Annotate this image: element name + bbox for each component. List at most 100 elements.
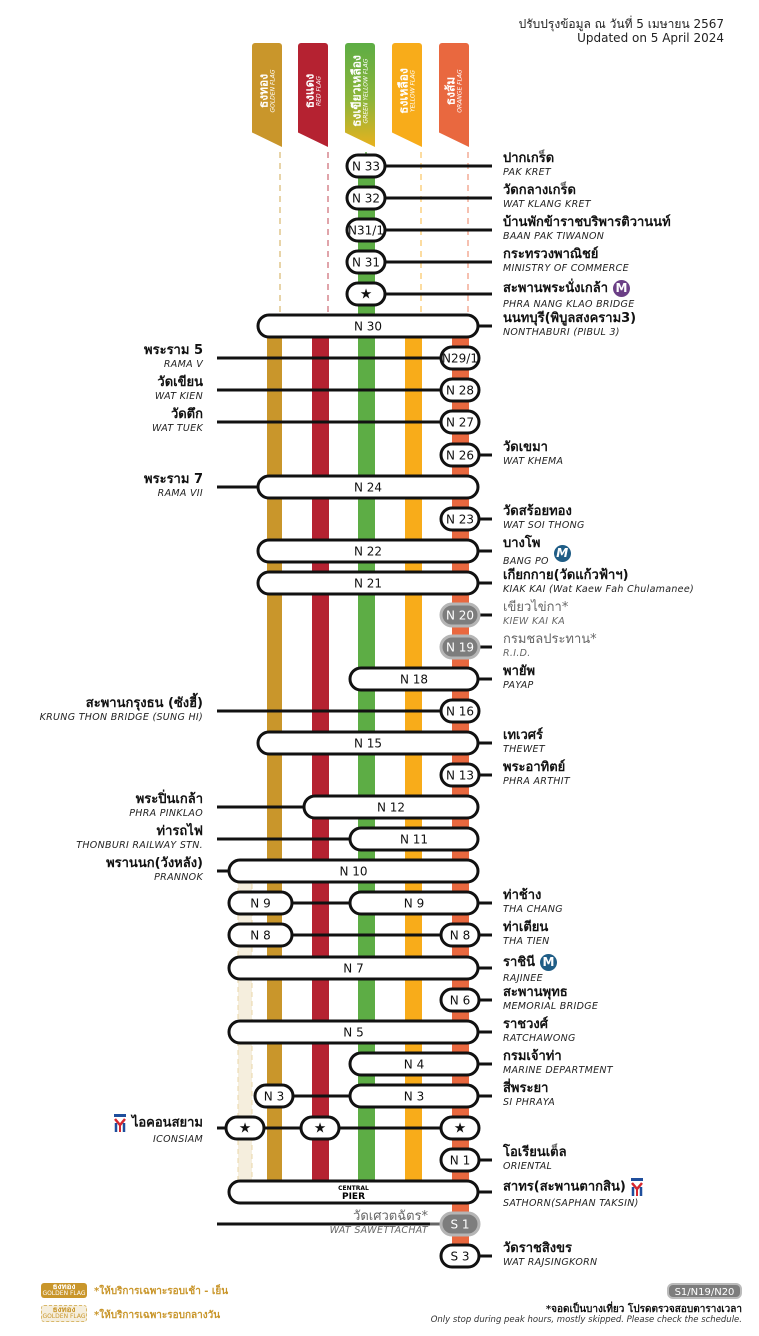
station-name-thai: กรมเจ้าท่า xyxy=(503,1049,562,1064)
updated-date-thai: ปรับปรุงข้อมูล ณ วันที่ 5 เมษายน 2567 xyxy=(518,17,724,31)
station-name-english: THA CHANG xyxy=(503,904,563,915)
legend-daytime-note: *ให้บริการเฉพาะรอบกลางวัน xyxy=(94,1310,221,1321)
station-name-english: MINISTRY OF COMMERCE xyxy=(503,263,629,274)
station-name-thai: วัดกลางเกร็ด xyxy=(503,183,576,198)
pier-code: N 15 xyxy=(354,737,382,751)
station-pill xyxy=(439,698,481,724)
station-name-thai: บางโพ xyxy=(503,536,541,551)
pier-code: N31/1 xyxy=(348,224,384,238)
station-ministry-of-commerce: N 31 xyxy=(345,249,492,275)
station-baan-pak-tiwanon: N31/1 xyxy=(345,217,492,243)
station-thonburi-railway-stn-: N 11 xyxy=(217,826,480,852)
station-name-english: KRUNG THON BRIDGE (SUNG HI) xyxy=(39,712,203,723)
station-name-thai: วัดสร้อยทอง xyxy=(503,504,572,519)
pier-code: N29/1 xyxy=(442,352,478,366)
station-pill xyxy=(439,506,481,532)
station-pill xyxy=(439,409,481,435)
pier-code: N 31 xyxy=(352,256,380,270)
pier-code: N 21 xyxy=(354,577,382,591)
pier-code: N 27 xyxy=(446,416,474,430)
pier-code: N 5 xyxy=(343,1026,363,1040)
station-pill xyxy=(256,474,480,500)
station-name-thai: บ้านพักข้าราชบริพารติวานนท์ xyxy=(503,215,671,230)
station-name-thai: ราชวงศ์ xyxy=(503,1017,549,1032)
station-pill xyxy=(345,281,387,307)
station-kiak-kai-wat-kaew-fah-chulamanee-: N 21 xyxy=(256,570,492,596)
station-phra-pinklao: N 12 xyxy=(217,794,480,820)
legend-golden-th: ธงทอง xyxy=(52,1282,76,1291)
station-pill xyxy=(256,313,480,339)
pier-code: S 3 xyxy=(450,1250,469,1264)
station-name-thai: สี่พระยา xyxy=(503,1081,549,1096)
station-wat-khema: N 26 xyxy=(439,442,492,468)
station-pill xyxy=(345,153,387,179)
station-name-english: R.I.D. xyxy=(503,648,531,659)
pier-code: S 1 xyxy=(450,1218,469,1232)
station-pill xyxy=(227,890,294,916)
pier-code: N 16 xyxy=(446,705,474,719)
station-pill xyxy=(302,794,480,820)
station-pill xyxy=(439,762,481,788)
station-wat-rajsingkorn: S 3 xyxy=(439,1243,492,1269)
station-name-english: PHRA NANG KLAO BRIDGE xyxy=(503,299,635,310)
station-label: สาทร(สะพานตากสิน)SATHORN(SAPHAN TAKSIN) xyxy=(503,1178,648,1209)
star-icon: ★ xyxy=(239,1121,252,1137)
station-name-thai: ท่ารถไฟ xyxy=(156,824,203,839)
station-name-thai: เทเวศร์ xyxy=(503,728,543,743)
station-name-thai: ท่าช้าง xyxy=(503,888,542,903)
station-phra-arthit: N 13 xyxy=(439,762,492,788)
pier-code-small: CENTRAL xyxy=(338,1185,369,1192)
pier-code: N 13 xyxy=(446,769,474,783)
station-pill xyxy=(227,858,480,884)
station-pill xyxy=(227,955,480,981)
skipped-stations-badge: S1/N19/N20 xyxy=(667,1283,742,1299)
bts-icon xyxy=(630,1178,644,1196)
station-pill xyxy=(345,217,387,243)
station-label: พรานนก(วังหลัง)PRANNOK xyxy=(106,857,203,883)
pier-code: N 19 xyxy=(446,641,474,655)
station-pill xyxy=(348,826,480,852)
pier-code: N 33 xyxy=(352,160,380,174)
station-pill xyxy=(348,1083,480,1109)
station-label: เทเวศร์THEWET xyxy=(503,729,545,755)
pier-code: N 6 xyxy=(450,994,470,1008)
station-name-thai: นนทบุรี(พิบูลสงคราม3) xyxy=(503,311,637,326)
station-name-english: WAT KLANG KRET xyxy=(503,199,591,210)
station-name-thai: พระราม 7 xyxy=(144,472,203,487)
station-label: พระอาทิตย์PHRA ARTHIT xyxy=(503,761,570,787)
station-memorial-bridge: N 6 xyxy=(439,987,492,1013)
station-name-thai: ไอคอนสยาม xyxy=(113,1114,203,1132)
station-name-english: ORIENTAL xyxy=(503,1161,553,1172)
pier-code: N 20 xyxy=(446,609,474,623)
station-label: เกียกกาย(วัดแก้วฟ้าฯ)KIAK KAI (Wat Kaew … xyxy=(503,569,694,595)
station-pill-skipped xyxy=(439,1211,481,1237)
station-wat-sawettachat: S 1 xyxy=(217,1211,481,1237)
station-pill-skipped xyxy=(439,634,481,660)
station-pill xyxy=(439,922,481,948)
station-ratchawong: N 5 xyxy=(227,1019,492,1045)
station-pill xyxy=(256,538,480,564)
pier-code: N 9 xyxy=(404,897,424,911)
skipped-note-thai: *จอดเป็นบางเที่ยว โปรดตรวจสอบตารางเวลา xyxy=(545,1304,742,1315)
star-icon: ★ xyxy=(454,1121,467,1137)
pier-code: N 22 xyxy=(354,545,382,559)
pier-code: N 32 xyxy=(352,192,380,206)
legend-peak-note: *ให้บริการเฉพาะรอบเช้า - เย็น xyxy=(94,1286,229,1297)
mrt-icon: M xyxy=(553,545,571,562)
pier-code: N 23 xyxy=(446,513,474,527)
station-wat-soi-thong: N 23 xyxy=(439,506,492,532)
star-icon: ★ xyxy=(360,287,373,303)
